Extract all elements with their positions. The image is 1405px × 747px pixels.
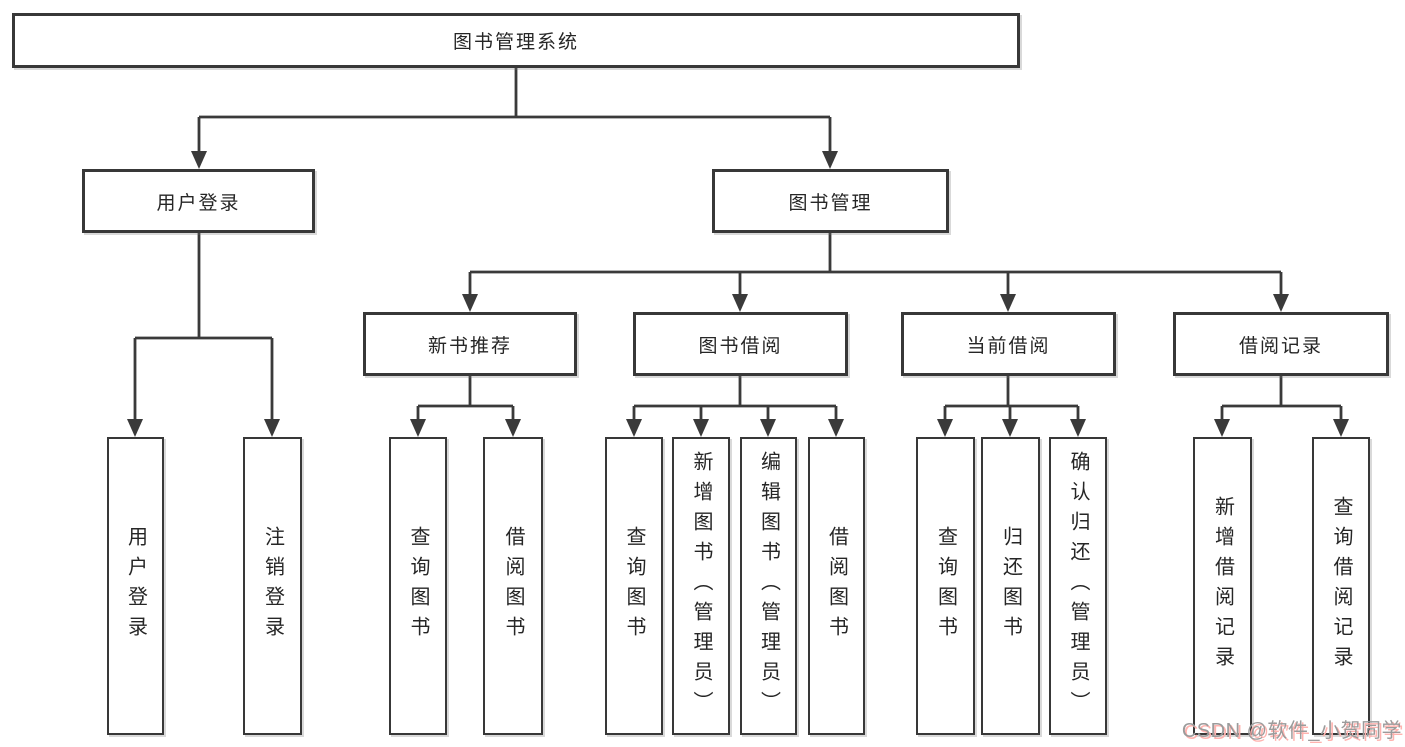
node-book-borrowing-label: 图书借阅: [698, 335, 783, 357]
leaf-borrow-book-2: 借阅图书: [808, 437, 865, 735]
node-new-book-recommend-label: 新书推荐: [427, 335, 512, 357]
leaf-edit-book-admin: 编辑图书（管理员）: [740, 437, 797, 735]
arrow-down-icon: [937, 419, 953, 437]
arrow-down-icon: [1000, 294, 1016, 312]
arrow-down-icon: [505, 419, 521, 437]
connector-book-management-to-level3: [462, 233, 1289, 312]
leaf-query-book-1: 查询图书: [389, 437, 447, 735]
node-library-management-system: 图书管理系统: [12, 13, 1020, 68]
leaf-add-book-admin: 新增图书（管理员）: [672, 437, 730, 735]
node-borrowing-records: 借阅记录: [1173, 312, 1389, 376]
connector-book-borrowing-to-leaves: [626, 376, 844, 437]
arrow-down-icon: [693, 419, 709, 437]
leaf-add-borrow-record-label: 新增借阅记录: [1211, 496, 1234, 676]
node-library-management-system-label: 图书管理系统: [452, 32, 579, 53]
leaf-return-book-label: 归还图书: [999, 526, 1022, 646]
leaf-borrow-book-1: 借阅图书: [483, 437, 543, 735]
arrow-down-icon: [127, 419, 143, 437]
leaf-query-book-1-label: 查询图书: [407, 526, 429, 646]
arrow-down-icon: [410, 419, 426, 437]
node-current-borrowing-label: 当前借阅: [966, 335, 1051, 357]
arrow-down-icon: [191, 151, 207, 169]
arrow-down-icon: [760, 419, 776, 437]
leaf-borrow-book-1-label: 借阅图书: [502, 526, 524, 646]
node-new-book-recommend: 新书推荐: [363, 312, 577, 376]
connector-current-borrowing-to-leaves: [937, 376, 1086, 437]
connector-borrowing-records-to-leaves: [1214, 376, 1349, 437]
node-user-login: 用户登录: [82, 169, 315, 233]
node-user-login-label: 用户登录: [156, 192, 241, 214]
leaf-confirm-return-admin: 确认归还（管理员）: [1049, 437, 1107, 735]
arrow-down-icon: [1333, 419, 1349, 437]
arrow-down-icon: [1002, 419, 1018, 437]
arrow-down-icon: [822, 151, 838, 169]
arrow-down-icon: [828, 419, 844, 437]
node-borrowing-records-label: 借阅记录: [1238, 335, 1323, 357]
leaf-query-book-3-label: 查询图书: [934, 526, 957, 646]
leaf-add-book-admin-label: 新增图书（管理员）: [690, 451, 712, 721]
leaf-logout: 注销登录: [243, 437, 302, 735]
arrow-down-icon: [626, 419, 642, 437]
watermark: CSDN @软件_小贺同学: [1181, 720, 1402, 742]
arrow-down-icon: [1214, 419, 1230, 437]
arrow-down-icon: [462, 294, 478, 312]
leaf-query-book-3: 查询图书: [916, 437, 975, 735]
leaf-confirm-return-admin-label: 确认归还（管理员）: [1067, 451, 1089, 721]
arrow-down-icon: [264, 419, 280, 437]
leaf-query-borrow-record: 查询借阅记录: [1312, 437, 1370, 735]
leaf-query-book-2: 查询图书: [605, 437, 663, 735]
node-current-borrowing: 当前借阅: [901, 312, 1116, 376]
leaf-query-book-2-label: 查询图书: [623, 526, 645, 646]
leaf-edit-book-admin-label: 编辑图书（管理员）: [757, 451, 780, 721]
arrow-down-icon: [1070, 419, 1086, 437]
node-book-management: 图书管理: [712, 169, 949, 233]
leaf-borrow-book-2-label: 借阅图书: [825, 526, 848, 646]
leaf-logout-label: 注销登录: [261, 526, 284, 646]
leaf-user-login: 用户登录: [107, 437, 164, 735]
arrow-down-icon: [1273, 294, 1289, 312]
node-book-borrowing: 图书借阅: [633, 312, 848, 376]
node-book-management-label: 图书管理: [788, 192, 873, 214]
leaf-user-login-label: 用户登录: [124, 526, 147, 646]
arrow-down-icon: [732, 294, 748, 312]
leaf-query-borrow-record-label: 查询借阅记录: [1330, 496, 1352, 676]
connector-new-book-recommend-to-leaves: [410, 376, 521, 437]
leaf-return-book: 归还图书: [981, 437, 1040, 735]
connector-user-login-to-leaves: [127, 233, 280, 437]
connector-root-to-level2: [191, 66, 838, 169]
leaf-add-borrow-record: 新增借阅记录: [1193, 437, 1252, 735]
